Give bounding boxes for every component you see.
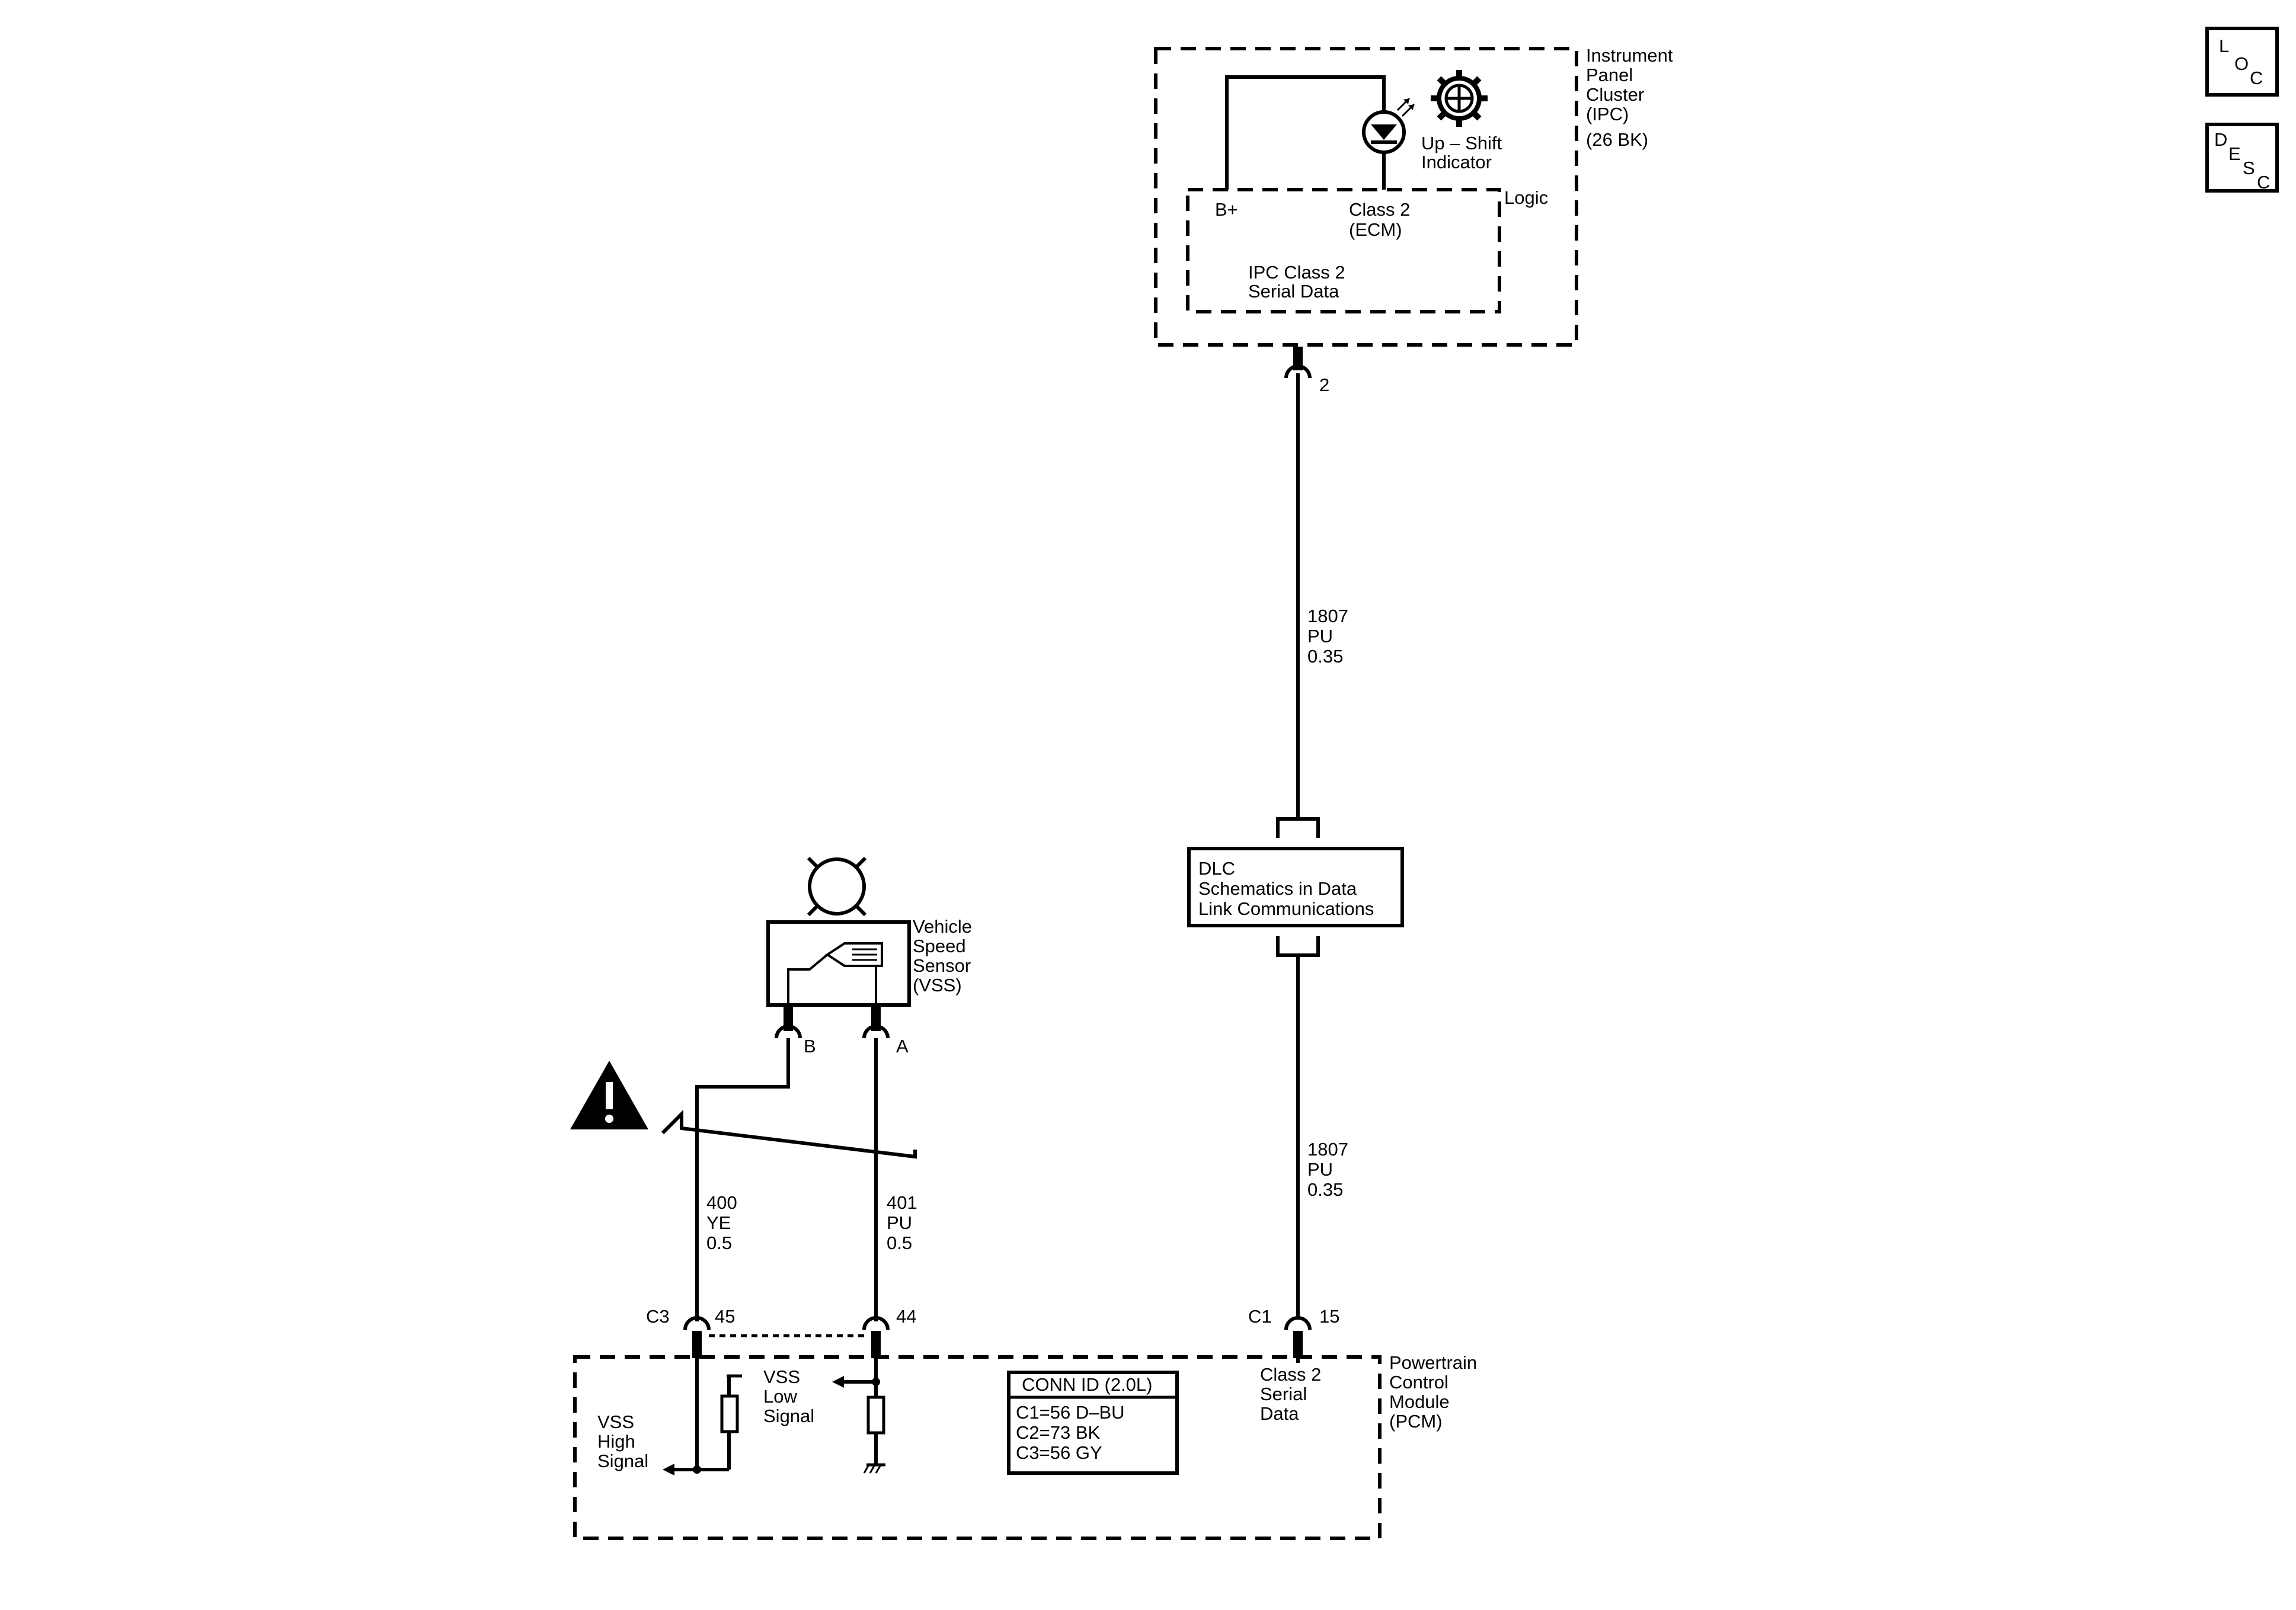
vss-sensor: Vehicle Speed Sensor (VSS) bbox=[766, 856, 972, 1007]
conn-id-row: C3=56 GY bbox=[1016, 1442, 1102, 1463]
wire-401-gauge: 0.5 bbox=[887, 1233, 912, 1253]
vss-high-circuit bbox=[663, 1358, 742, 1475]
ipc-class2-label-2: (ECM) bbox=[1349, 219, 1402, 240]
loc-letter-o: O bbox=[2234, 53, 2249, 74]
desc-letter-c: C bbox=[2257, 172, 2270, 193]
ipc-module: Up – Shift Indicator Logic B+ Class 2 (E… bbox=[1154, 45, 1673, 347]
b-plus-label: B+ bbox=[1215, 199, 1238, 220]
desc-button[interactable]: D E S C bbox=[2205, 123, 2279, 193]
wire-upper-gauge: 0.35 bbox=[1307, 646, 1343, 667]
ipc-logic-boundary bbox=[1186, 188, 1501, 313]
ipc-b-plus-circuit bbox=[1225, 75, 1386, 190]
logic-label: Logic bbox=[1504, 187, 1548, 208]
wire-400-color: YE bbox=[706, 1212, 731, 1233]
wire-400-circuit: 400 bbox=[706, 1192, 737, 1213]
vss-high-label-3: Signal bbox=[597, 1451, 648, 1471]
pin-45-label: 45 bbox=[715, 1306, 735, 1327]
pcm-name-3: Module bbox=[1389, 1391, 1450, 1412]
c1-label: C1 bbox=[1248, 1306, 1272, 1327]
twisted-pair-symbol bbox=[661, 1109, 917, 1159]
indicator-label-1: Up – Shift bbox=[1421, 133, 1502, 153]
loc-button[interactable]: L O C bbox=[2205, 27, 2279, 97]
ipc-name-3: Cluster bbox=[1586, 84, 1644, 105]
ipc-boundary bbox=[1154, 47, 1578, 347]
ipc-name-2: Panel bbox=[1586, 65, 1633, 85]
c3-label: C3 bbox=[646, 1306, 670, 1327]
ground-icon bbox=[863, 1463, 885, 1474]
indicator-label-2: Indicator bbox=[1421, 152, 1492, 172]
wire-401-circuit: 401 bbox=[887, 1192, 917, 1213]
ipc-name-1: Instrument bbox=[1586, 45, 1673, 66]
loc-letter-c: C bbox=[2250, 68, 2263, 88]
wire-lower-gauge: 0.35 bbox=[1307, 1179, 1343, 1200]
wire-401-color: PU bbox=[887, 1212, 912, 1233]
vss-pin-b-label: B bbox=[804, 1036, 816, 1057]
ipc-class2-label-1: Class 2 bbox=[1349, 199, 1410, 220]
wire-400-ye bbox=[695, 1038, 790, 1321]
led-icon bbox=[1362, 97, 1415, 154]
vss-high-label-2: High bbox=[597, 1431, 635, 1452]
vss-name-2: Speed bbox=[913, 936, 966, 956]
pcm-name-4: (PCM) bbox=[1389, 1411, 1443, 1432]
vss-name-3: Sensor bbox=[913, 955, 971, 976]
vss-connector-pin-b: B bbox=[775, 1005, 816, 1057]
ipc-pin-label: 2 bbox=[1319, 375, 1329, 395]
vss-pin-a-label: A bbox=[896, 1036, 909, 1057]
desc-letter-e: E bbox=[2228, 143, 2241, 164]
sensor-element-icon bbox=[787, 942, 883, 1005]
pcm-pin-45 bbox=[683, 1316, 711, 1358]
desc-letter-d: D bbox=[2214, 129, 2227, 150]
vss-low-circuit bbox=[832, 1358, 885, 1465]
dlc-ref-2: Link Communications bbox=[1198, 898, 1374, 919]
wire-lower-circuit: 1807 bbox=[1307, 1139, 1348, 1160]
vss-connector-pin-a: A bbox=[862, 1005, 909, 1057]
pcm-class2-label-1: Class 2 bbox=[1260, 1364, 1321, 1385]
ipc-serial-label-2: Serial Data bbox=[1248, 281, 1339, 302]
vss-low-label-1: VSS bbox=[763, 1366, 800, 1387]
wire-upper-circuit: 1807 bbox=[1307, 606, 1348, 626]
desc-letter-s: S bbox=[2243, 158, 2255, 178]
vss-low-label-2: Low bbox=[763, 1386, 797, 1407]
gear-icon bbox=[1431, 70, 1488, 127]
dlc-label: DLC bbox=[1198, 858, 1235, 879]
pin-44-label: 44 bbox=[896, 1306, 916, 1327]
pcm-module: C3 45 44 C1 15 bbox=[573, 1306, 1477, 1540]
pcm-pin-15 bbox=[1284, 1316, 1312, 1358]
conn-id-row: C1=56 D–BU bbox=[1016, 1402, 1125, 1423]
pcm-name-2: Control bbox=[1389, 1372, 1448, 1393]
vss-low-label-3: Signal bbox=[763, 1406, 814, 1426]
ipc-serial-label-1: IPC Class 2 bbox=[1248, 262, 1345, 283]
warning-icon[interactable] bbox=[570, 1061, 648, 1129]
conn-id-row: C2=73 BK bbox=[1016, 1422, 1101, 1443]
vss-name-4: (VSS) bbox=[913, 975, 962, 996]
loc-letter-l: L bbox=[2219, 36, 2229, 56]
sensor-icon bbox=[807, 856, 867, 917]
conn-id-table: CONN ID (2.0L) C1=56 D–BU C2=73 BK C3=56… bbox=[1007, 1371, 1179, 1475]
ipc-name-4: (IPC) bbox=[1586, 104, 1629, 124]
vss-high-label-1: VSS bbox=[597, 1411, 634, 1432]
wire-400-gauge: 0.5 bbox=[706, 1233, 732, 1253]
pcm-class2-label-3: Data bbox=[1260, 1403, 1299, 1424]
wire-lower-color: PU bbox=[1307, 1159, 1333, 1180]
vss-name-1: Vehicle bbox=[913, 916, 972, 937]
dlc-ref-1: Schematics in Data bbox=[1198, 878, 1357, 899]
wire-upper-color: PU bbox=[1307, 626, 1333, 646]
pcm-class2-label-2: Serial bbox=[1260, 1384, 1307, 1404]
pcm-boundary bbox=[573, 1355, 1382, 1540]
conn-id-title: CONN ID (2.0L) bbox=[1022, 1374, 1152, 1395]
pin-15-label: 15 bbox=[1319, 1306, 1339, 1327]
pcm-name-1: Powertrain bbox=[1389, 1352, 1477, 1373]
pcm-pin-44 bbox=[862, 1316, 890, 1358]
ipc-name-5: (26 BK) bbox=[1586, 129, 1648, 150]
dlc-block: DLC Schematics in Data Link Communicatio… bbox=[1187, 817, 1404, 957]
ipc-connector-pin-2: 2 bbox=[1284, 347, 1329, 395]
